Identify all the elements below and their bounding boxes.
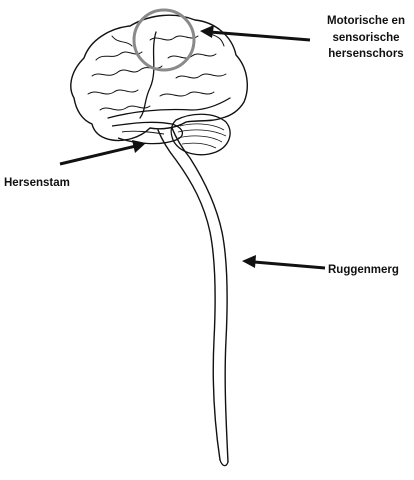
label-spinal-cord: Ruggenmerg [328, 262, 399, 279]
label-cortex-line-1: Motorische en [318, 13, 414, 30]
spinal-cord-outline [158, 128, 228, 466]
label-cortex: Motorische en sensorische hersenschors [318, 13, 414, 63]
label-cortex-line-3: hersenschors [318, 46, 414, 63]
arrow-brainstem-head [132, 140, 146, 153]
cortex-highlight-circle [134, 10, 194, 70]
label-cortex-line-2: sensorische [318, 30, 414, 47]
arrow-spinal-cord [254, 262, 325, 268]
arrow-brainstem [60, 146, 136, 164]
label-brainstem: Hersenstam [4, 175, 70, 192]
arrow-cortex-head [200, 25, 214, 38]
arrow-spinal-cord-head [242, 255, 256, 268]
arrow-cortex [210, 32, 310, 40]
arrows [60, 25, 325, 268]
